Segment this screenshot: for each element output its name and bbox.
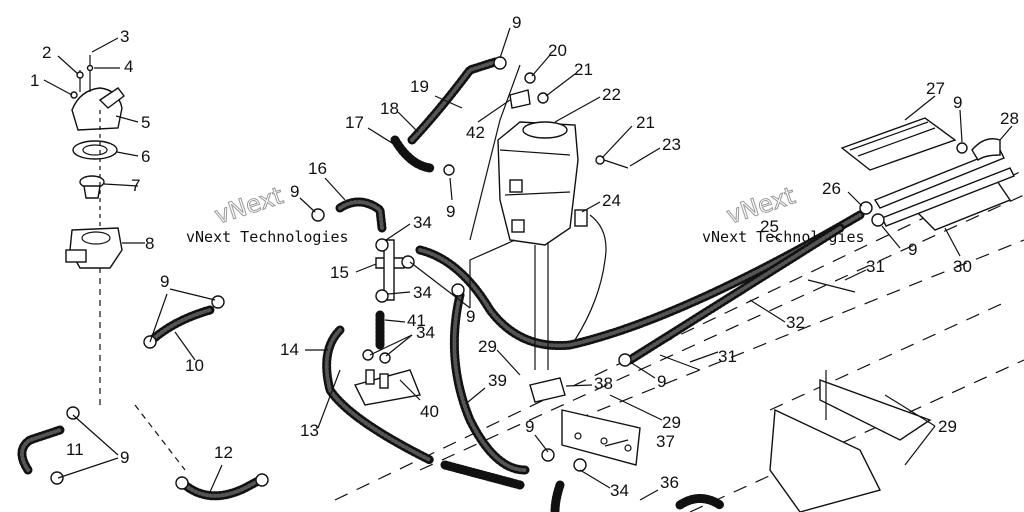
callout-label: 28 xyxy=(1000,109,1019,128)
callout-label: 9 xyxy=(657,372,666,391)
callout-label: 32 xyxy=(786,313,805,332)
callout-label: 3 xyxy=(120,27,129,46)
leader-lines xyxy=(43,27,1013,501)
housing-outlet xyxy=(65,249,87,263)
callout-label: 23 xyxy=(662,135,681,154)
callout-label: 39 xyxy=(488,371,507,390)
callout-label: 40 xyxy=(420,402,439,421)
bracket-38 xyxy=(529,377,566,403)
bracket-29 xyxy=(769,408,882,512)
callout-label: 30 xyxy=(953,257,972,276)
callout-label: 12 xyxy=(214,443,233,462)
callout-label: 24 xyxy=(602,191,621,210)
callout-label: 21 xyxy=(574,60,593,79)
callout-label: 9 xyxy=(512,13,521,32)
callout-label: 17 xyxy=(345,113,364,132)
callout-label: 9 xyxy=(908,240,917,259)
callout-label: 38 xyxy=(594,374,613,393)
callout-label: 34 xyxy=(413,213,432,232)
main-hoses xyxy=(415,210,865,512)
callout-label: 34 xyxy=(413,283,432,302)
callout-label: 26 xyxy=(822,179,841,198)
callout-label: 36 xyxy=(660,473,679,492)
callout-label: 25 xyxy=(760,217,779,236)
watermark-text: vNext Technologies xyxy=(186,228,349,246)
callout-label: 19 xyxy=(410,77,429,96)
heater-cores xyxy=(659,117,1015,371)
callout-label: 42 xyxy=(466,123,485,142)
callout-label: 9 xyxy=(953,93,962,112)
callout-label: 29 xyxy=(662,413,681,432)
callout-labels: 1 2 3 4 5 6 7 8 9 10 9 11 12 13 14 15 16… xyxy=(30,13,1019,500)
callout-label: 9 xyxy=(160,272,169,291)
left-hoses xyxy=(17,197,387,501)
callout-label: 29 xyxy=(478,337,497,356)
callout-label: 15 xyxy=(330,263,349,282)
callout-label: 13 xyxy=(300,421,319,440)
callout-label: 8 xyxy=(145,234,154,253)
callout-label: 9 xyxy=(525,417,534,436)
frame-outline xyxy=(99,169,1024,512)
callout-label: 5 xyxy=(141,113,150,132)
callout-label: 10 xyxy=(185,356,204,375)
callout-label: 7 xyxy=(131,176,140,195)
thermostat-assembly xyxy=(65,55,125,269)
gasket xyxy=(72,140,118,160)
callout-label: 11 xyxy=(66,440,84,459)
callout-label: 1 xyxy=(30,71,39,90)
callout-label: 16 xyxy=(308,159,327,178)
callout-label: 18 xyxy=(380,99,399,118)
callout-label: 9 xyxy=(466,307,475,326)
cover-outlet xyxy=(98,87,125,109)
callout-label: 22 xyxy=(602,85,621,104)
callout-label: 27 xyxy=(926,79,945,98)
callout-label: 4 xyxy=(124,57,133,76)
watermark-text: vNext xyxy=(211,181,286,229)
callout-label: 9 xyxy=(290,182,299,201)
callout-label: 37 xyxy=(656,432,675,451)
pump-block xyxy=(469,64,629,370)
callout-label: 6 xyxy=(141,147,150,166)
callout-label: 29 xyxy=(938,417,957,436)
callout-label: 9 xyxy=(446,202,455,221)
lower-brackets xyxy=(529,370,932,512)
callout-label: 31 xyxy=(866,257,885,276)
callout-label: 9 xyxy=(120,448,129,467)
callout-label: 31 xyxy=(718,347,737,366)
callout-label: 34 xyxy=(610,481,629,500)
callout-label: 21 xyxy=(636,113,655,132)
callout-label: 2 xyxy=(42,43,51,62)
bracket-37 xyxy=(561,409,641,466)
callout-label: 41 xyxy=(407,311,426,330)
callout-label: 20 xyxy=(548,41,567,60)
callout-label: 14 xyxy=(280,340,299,359)
heater-core-27 xyxy=(840,117,957,171)
callout-label: 34 xyxy=(416,323,435,342)
